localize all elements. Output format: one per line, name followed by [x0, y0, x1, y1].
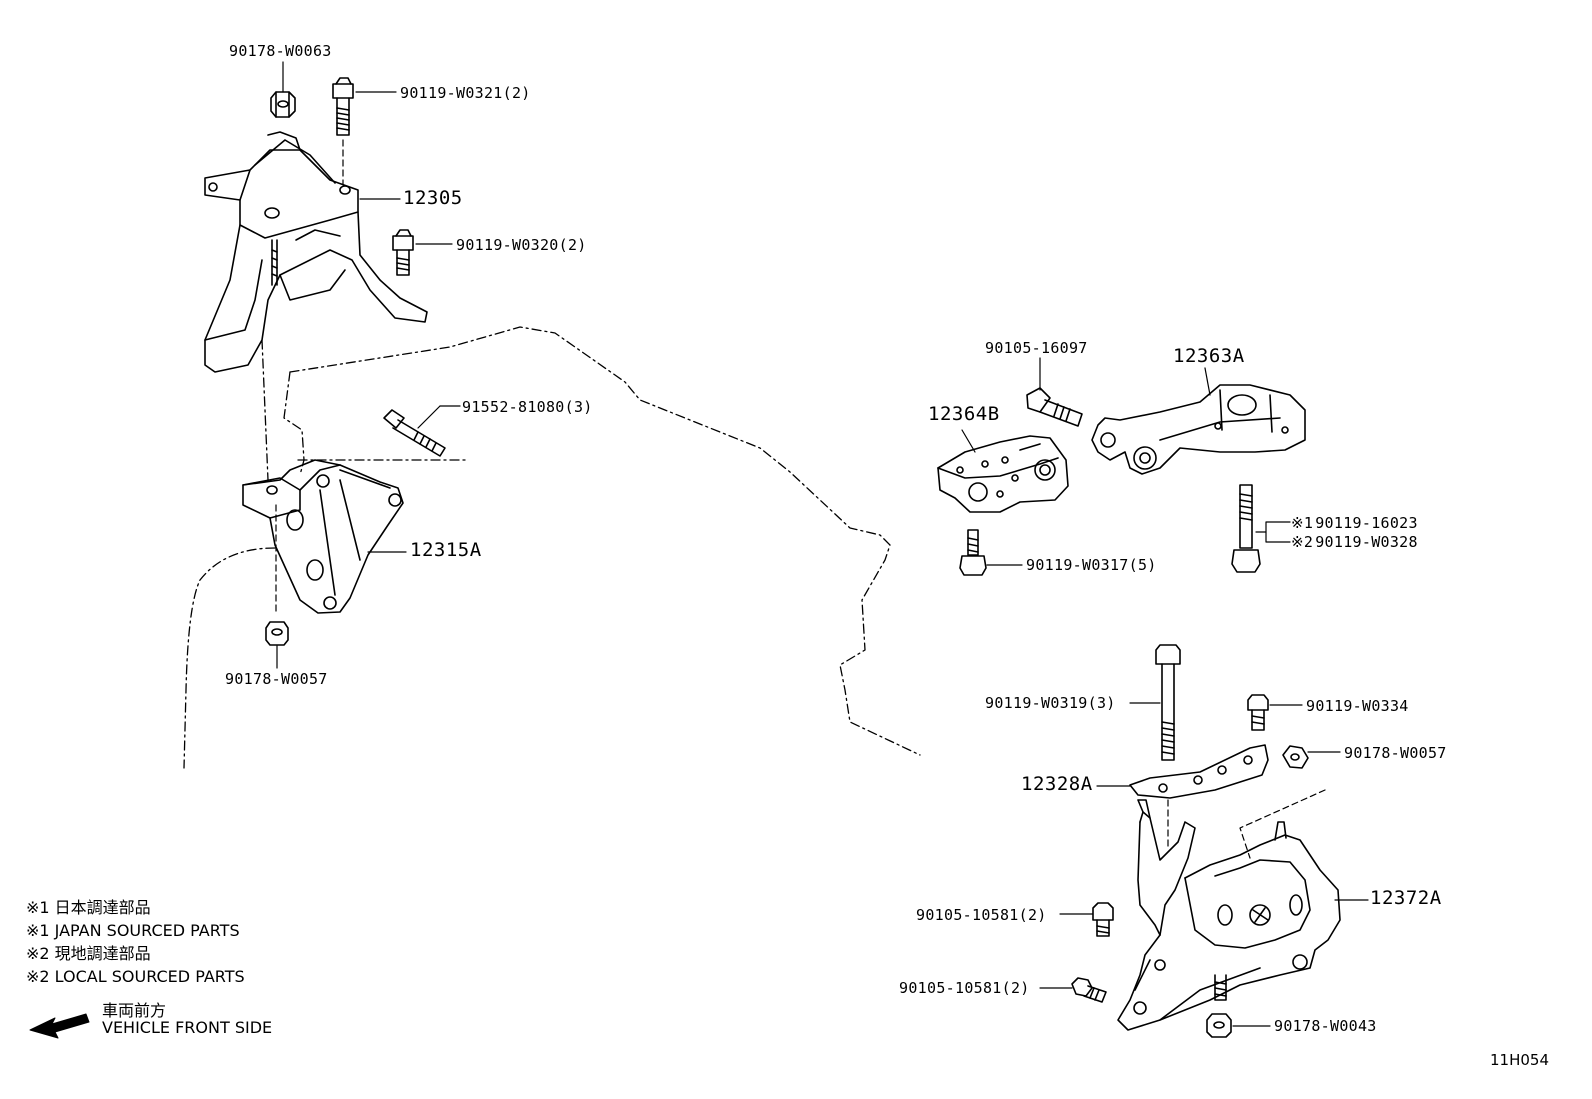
part-label-12363A: 12363A [1173, 345, 1245, 367]
bolt-90119-W0317-drawing [959, 529, 987, 576]
bolt-90119-W0319-drawing [1155, 644, 1181, 761]
note-local-sourced-en: ※2 LOCAL SOURCED PARTS [26, 967, 245, 986]
part-number: 90119-16023 [1315, 514, 1418, 532]
note-local-sourced-jp: ※2 現地調達部品 [26, 944, 151, 963]
rod-12363A-drawing [1091, 384, 1306, 475]
nut-90178-W0057-left-drawing [265, 621, 289, 646]
bolt-90119-W0321-drawing [332, 77, 354, 136]
bracket-12364B-drawing [937, 435, 1069, 513]
part-label-90178-W0057-left: 90178-W0057 [225, 670, 328, 688]
part-label-90178-W0063: 90178-W0063 [229, 42, 332, 60]
mount-12372A-drawing [1117, 799, 1341, 1031]
part-label-90178-W0057-right: 90178-W0057 [1344, 744, 1447, 762]
vehicle-front-label-en: VEHICLE FRONT SIDE [102, 1018, 273, 1037]
part-label-12364B: 12364B [928, 403, 1000, 425]
engine-outline [183, 326, 921, 769]
part-label-12372A: 12372A [1370, 887, 1442, 909]
note-japan-sourced-jp: ※1 日本調達部品 [26, 898, 151, 917]
dash-guide [1167, 789, 1326, 859]
part-label-12328A: 12328A [1021, 773, 1093, 795]
note-japan-sourced-en: ※1 JAPAN SOURCED PARTS [26, 921, 240, 940]
part-label-12305: 12305 [403, 187, 463, 209]
part-label-12315A: 12315A [410, 539, 482, 561]
mark-1: ※1 [1291, 514, 1314, 532]
part-label-90178-W0043: 90178-W0043 [1274, 1017, 1377, 1035]
bolt-91552-81080-drawing [383, 409, 446, 457]
leader [961, 429, 976, 453]
leader [417, 405, 441, 429]
nut-90178-W0057-right-drawing [1282, 745, 1309, 769]
bolt-90105-10581-b-drawing [1071, 977, 1107, 1003]
leader [1204, 367, 1211, 396]
leader [1265, 521, 1291, 543]
bolt-90105-10581-a-drawing [1092, 902, 1114, 937]
part-label-91552-81080: 91552-81080(3) [462, 398, 593, 416]
part-label-90105-10581-b: 90105-10581(2) [899, 979, 1030, 997]
mark-2: ※2 [1291, 533, 1314, 551]
bolt-90119-W0320-drawing [392, 229, 414, 276]
part-number: 90119-W0328 [1315, 533, 1418, 551]
bolt-90119-W0334-drawing [1247, 694, 1269, 731]
vehicle-front-label-jp: 車両前方 [102, 1001, 167, 1020]
part-label-90119-W0321: 90119-W0321(2) [400, 84, 531, 102]
vehicle-front-arrow-icon [29, 1013, 90, 1039]
part-label-90105-16097: 90105-16097 [985, 339, 1088, 357]
mount-12305-drawing [204, 131, 428, 373]
nut-90178-W0063-drawing [270, 91, 296, 118]
part-label-90119-W0319: 90119-W0319(3) [985, 694, 1116, 712]
part-label-90119-W0320: 90119-W0320(2) [456, 236, 587, 254]
part-label-90105-10581-a: 90105-10581(2) [916, 906, 1047, 924]
bolt-90119-16023-drawing [1231, 484, 1261, 573]
part-label-90119-W0334: 90119-W0334 [1306, 697, 1409, 715]
bolt-90105-16097-drawing [1026, 387, 1083, 427]
figure-code: 11H054 [1490, 1051, 1549, 1069]
nut-90178-W0043-drawing [1206, 1013, 1232, 1038]
part-label-90119-W0317: 90119-W0317(5) [1026, 556, 1157, 574]
bracket-12328A-drawing [1129, 744, 1269, 799]
bracket-12315A-drawing [242, 459, 404, 614]
